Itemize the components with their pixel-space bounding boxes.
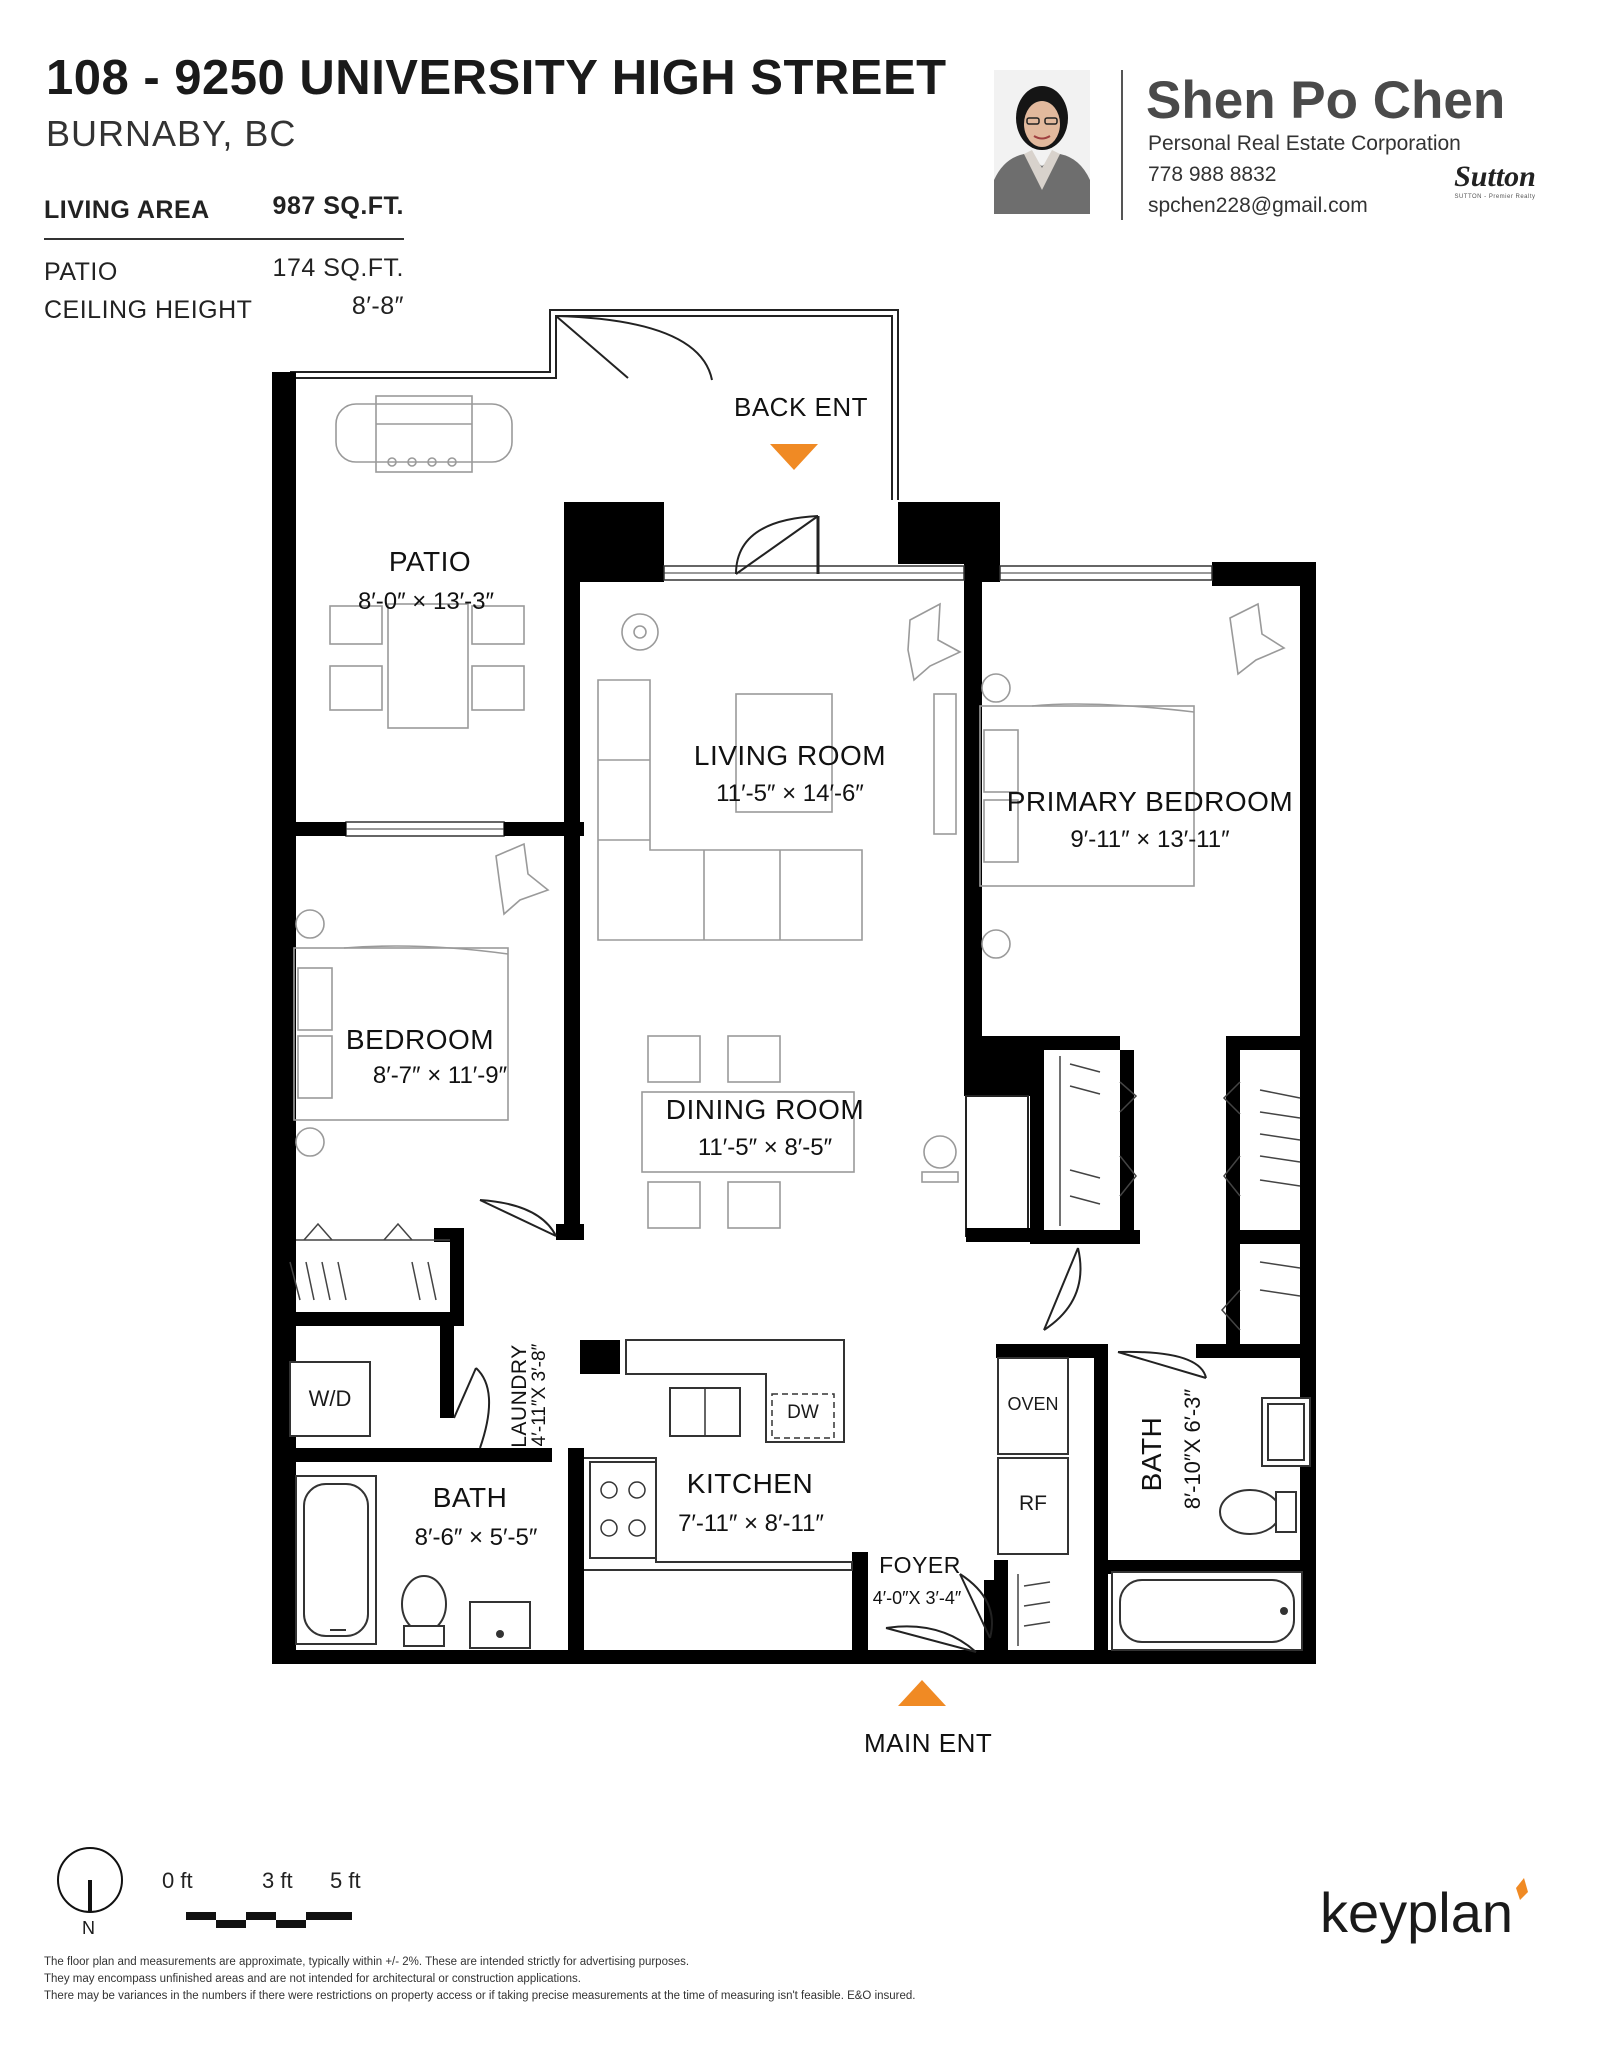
bath2-fixtures [1111, 1397, 1311, 1651]
agent-photo [994, 70, 1090, 214]
keyplan-logo: keyplan [1320, 1881, 1514, 1944]
keyplan-mark-icon [1516, 1878, 1528, 1900]
scale-label-3: 3 ft [262, 1868, 293, 1893]
back-entry-door [735, 515, 820, 575]
sutton-logo-text: Sutton [1454, 160, 1536, 193]
room-name-bedroom: BEDROOM [345, 1024, 495, 1055]
ceiling-height-label: CEILING HEIGHT [44, 296, 253, 324]
room-dims-bedroom: 8′-7″ × 11′-9″ [372, 1062, 508, 1089]
stats-divider [44, 238, 404, 240]
room-dims-laundry: 4′-11″X 3′-8″ [529, 1343, 550, 1447]
patio-area-value: 174 SQ.FT. [272, 254, 404, 282]
dishwasher-label: DW [787, 1402, 819, 1423]
room-dims-primary-bedroom: 9′-11″ × 13′-11″ [1070, 826, 1230, 853]
windows [345, 565, 1213, 837]
door-swings [453, 1199, 1207, 1653]
agent-email[interactable]: spchen228@gmail.com [1148, 194, 1368, 217]
room-name-dining: DINING ROOM [665, 1094, 865, 1125]
main-entry-arrow [898, 1680, 946, 1706]
room-dims-foyer: 4′-0″X 3′-4″ [872, 1588, 962, 1608]
washer-dryer [289, 1361, 371, 1437]
room-name-kitchen: KITCHEN [686, 1468, 814, 1499]
room-dims-kitchen: 7′-11″ × 8′-11″ [678, 1510, 824, 1537]
kitchen-fixtures [584, 1339, 1069, 1571]
sutton-logo-sub: SUTTON - Premier Realty [1454, 194, 1536, 200]
agent-divider [1121, 70, 1123, 220]
agent-name: Shen Po Chen [1146, 71, 1506, 130]
bath1-fixtures [295, 1475, 531, 1649]
room-dims-dining: 11′-5″ × 8′-5″ [697, 1134, 833, 1161]
living-area-label: LIVING AREA [44, 196, 210, 224]
back-entry-arrow [770, 444, 818, 470]
room-name-patio: PATIO [388, 546, 472, 577]
sutton-logo: Sutton SUTTON - Premier Realty [1450, 160, 1540, 220]
fridge-label: RF [1019, 1492, 1047, 1515]
disclaimer-line-2: They may encompass unfinished areas and … [44, 1973, 581, 1985]
scale-bar [186, 1912, 352, 1928]
interior-walls [272, 580, 1316, 1664]
disclaimer-line-1: The floor plan and measurements are appr… [44, 1956, 690, 1968]
agent-title: Personal Real Estate Corporation [1148, 132, 1461, 155]
furniture [293, 395, 1286, 1229]
listing-address: 108 - 9250 UNIVERSITY HIGH STREET [46, 51, 947, 105]
disclaimer-line-3: There may be variances in the numbers if… [44, 1990, 916, 2002]
patio-area-label: PATIO [44, 258, 118, 286]
patio-outline [290, 309, 899, 500]
room-dims-bath1: 8′-6″ × 5′-5″ [414, 1524, 538, 1551]
living-area-value: 987 SQ.FT. [272, 192, 404, 220]
washer-dryer-label: W/D [308, 1386, 352, 1411]
agent-phone[interactable]: 778 988 8832 [1148, 163, 1277, 186]
room-name-bath1: BATH [432, 1482, 508, 1513]
room-name-primary-bedroom: PRIMARY BEDROOM [1006, 786, 1294, 817]
scale-label-0: 0 ft [162, 1868, 193, 1893]
listing-city: BURNABY, BC [46, 113, 297, 154]
room-name-bath2: BATH [1136, 1416, 1167, 1492]
room-name-living: LIVING ROOM [693, 740, 887, 771]
back-entry-label: BACK ENT [734, 392, 869, 422]
room-dims-patio: 8′-0″ × 13′-3″ [357, 588, 495, 615]
ceiling-height-value: 8′-8″ [351, 292, 404, 320]
scale-label-5: 5 ft [330, 1868, 361, 1893]
compass-north-label: N [82, 1918, 95, 1938]
closet-marks [289, 1056, 1301, 1646]
oven-label: OVEN [1007, 1394, 1059, 1414]
room-dims-bath2: 8′-10″X 6′-3″ [1180, 1388, 1205, 1510]
north-compass [57, 1847, 123, 1913]
room-name-foyer: FOYER [879, 1552, 961, 1578]
room-dims-living: 11′-5″ × 14′-6″ [716, 780, 864, 807]
main-entry-label: MAIN ENT [864, 1728, 993, 1758]
